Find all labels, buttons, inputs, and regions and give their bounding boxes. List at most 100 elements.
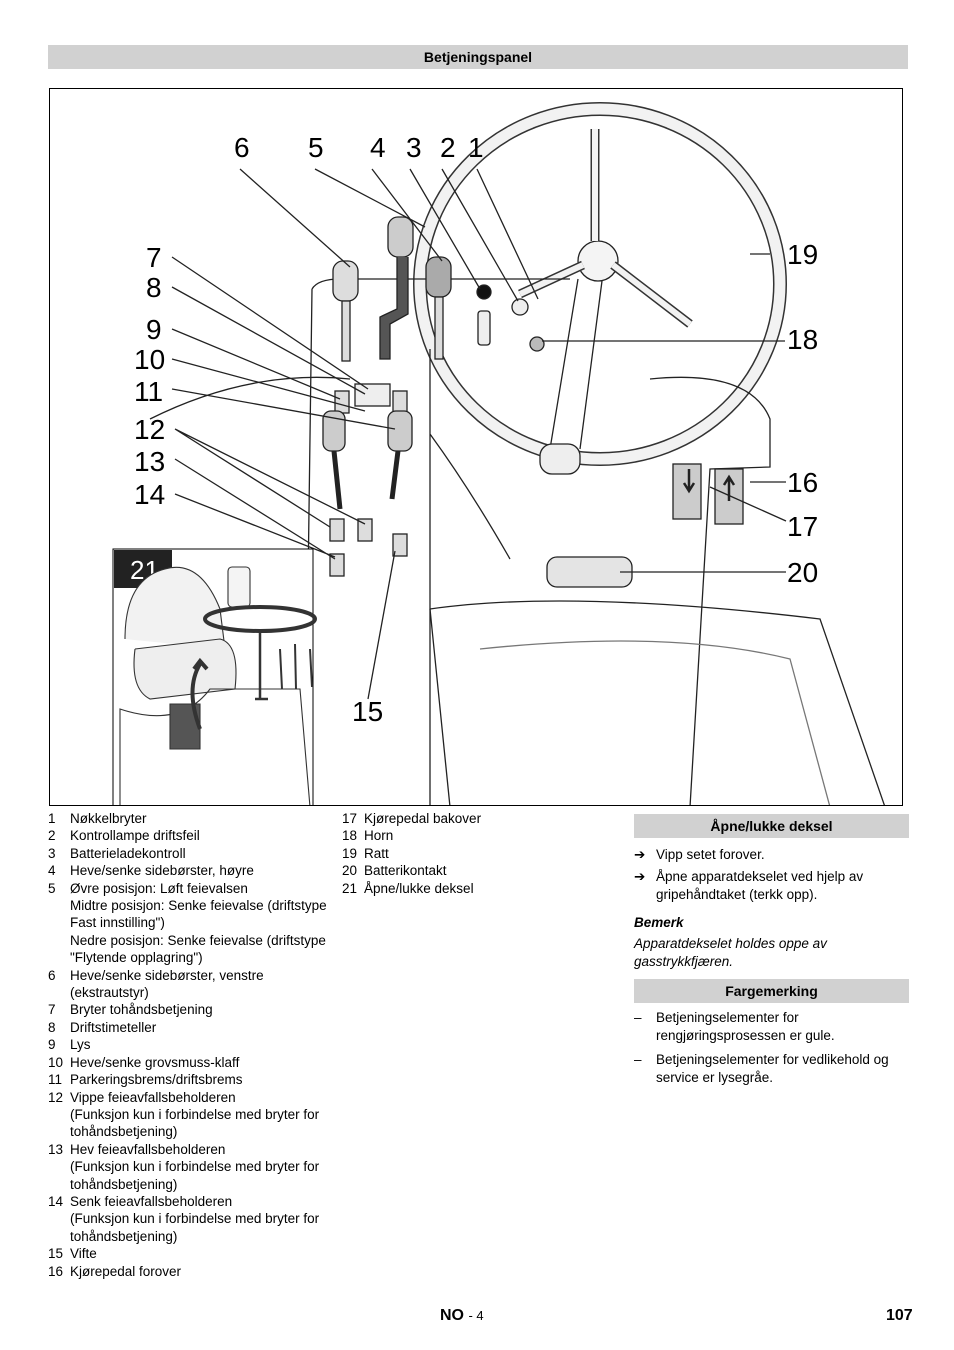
legend-item-14: 14 Senk feieavfallsbeholderen (Funksjon ku… — [48, 1193, 328, 1245]
legend-text: Parkeringsbrems/driftsbrems — [70, 1072, 243, 1088]
battery-indicator — [477, 310, 491, 346]
legend-number: 13 — [48, 1141, 64, 1157]
callout-8: 8 — [146, 272, 162, 303]
note-title: Bemerk — [634, 915, 684, 930]
lever-5 — [387, 216, 414, 258]
legend-number: 21 — [342, 880, 358, 896]
dash-bullet-icon: – — [634, 1052, 642, 1067]
legend-text: Kontrollampe driftsfeil — [70, 828, 200, 844]
callout-6: 6 — [234, 132, 250, 163]
legend-item-16: 16 Kjørepedal forover — [48, 1263, 328, 1280]
legend-item-12: 12 Vippe feieavfallsbeholderen(Funksjon k… — [48, 1089, 328, 1141]
legend-item-20: 20 Batterikontakt — [342, 862, 602, 879]
legend-number: 4 — [48, 863, 56, 879]
callout-4: 4 — [370, 132, 386, 163]
legend-text: Senk feieavfallsbeholderen — [70, 1193, 233, 1209]
color-item-text: Betjeningselementer for vedlikehold og s… — [656, 1052, 889, 1085]
step-text: Vipp setet forover. — [656, 847, 765, 862]
inset-open-cover: 21 — [112, 548, 317, 805]
legend-subtext: Nedre posisjon: Senke feievalse (driftst… — [70, 932, 326, 966]
color-item: –Betjeningselementer for vedlikehold og … — [634, 1051, 909, 1087]
pedal-forward — [672, 463, 702, 520]
hour-meter — [354, 383, 391, 407]
legend-item-21: 21 Åpne/lukke deksel — [342, 880, 602, 897]
callout-18: 18 — [787, 324, 818, 355]
legend-number: 18 — [342, 828, 358, 844]
legend-subtext: Midtre posisjon: Senke feievalse (drifts… — [70, 898, 327, 931]
legend-text: Kjørepedal bakover — [364, 811, 482, 826]
legend-item-4: 4 Heve/senke sidebørster, høyre — [48, 862, 328, 879]
callout-9: 9 — [146, 314, 162, 345]
legend-text: Batterikontakt — [364, 863, 447, 879]
legend-text: Vippe feieavfallsbeholderen — [70, 1089, 236, 1105]
warning-lamp — [476, 284, 492, 300]
legend-item-1: 1 Nøkkelbryter — [48, 810, 328, 827]
legend-subtext: (Funksjon kun i forbindelse med bryter f… — [70, 1106, 320, 1140]
legend-text: Ratt — [364, 845, 389, 861]
callout-13: 13 — [134, 446, 165, 477]
steering-column-base — [539, 443, 581, 475]
key-switch — [511, 298, 529, 316]
section-header-color-coding: Fargemerking — [634, 979, 909, 1003]
legend-number: 8 — [48, 1019, 56, 1035]
open-cover-steps: ➔Vipp setet forover. ➔ Åpne apparatdeksele… — [634, 846, 909, 904]
legend-text: Kjørepedal forover — [70, 1263, 182, 1279]
legend-text: Lys — [70, 1037, 91, 1053]
callout-5: 5 — [308, 132, 324, 163]
legend-item-17: 17 Kjørepedal bakover — [342, 810, 602, 827]
legend-text: Åpne/lukke deksel — [364, 880, 474, 896]
legend-number: 3 — [48, 845, 56, 861]
callout-10: 10 — [134, 344, 165, 375]
callout-12: 12 — [134, 414, 165, 445]
legend-number: 20 — [342, 863, 358, 879]
legend-number: 16 — [48, 1263, 64, 1279]
legend-text: Heve/senke sidebørster, høyre — [70, 863, 254, 879]
footer-lang-code: NO — [440, 1307, 464, 1324]
horn-button — [529, 336, 545, 352]
legend-number: 7 — [48, 1002, 56, 1018]
lever-4 — [425, 256, 452, 298]
section-header-open-cover: Åpne/lukke deksel — [634, 814, 909, 838]
callout-14: 14 — [134, 479, 165, 510]
callout-1: 1 — [468, 132, 484, 163]
legend-number: 17 — [342, 811, 358, 826]
legend-item-6: 6 Heve/senke sidebørster, venstre (ekstra… — [48, 967, 328, 1002]
legend-number: 6 — [48, 967, 56, 983]
legend-text: Nøkkelbryter — [70, 811, 147, 826]
arrow-right-icon: ➔ — [634, 869, 646, 884]
legend-subtext: (Funksjon kun i forbindelse med bryter f… — [70, 1211, 320, 1244]
section-header-control-panel: Betjeningspanel — [48, 45, 908, 69]
callout-19: 19 — [787, 239, 818, 270]
step-item: ➔Vipp setet forover. — [634, 846, 909, 864]
battery-connector — [546, 556, 633, 588]
step-text: Åpne apparatdekselet ved hjelp av gripeh… — [656, 869, 864, 902]
step-item: ➔ Åpne apparatdekselet ved hjelp av gripe… — [634, 868, 909, 904]
legend-text: Heve/senke grovsmuss-klaff — [70, 1054, 240, 1070]
legend-number: 1 — [48, 811, 56, 826]
footer-page-number: 107 — [886, 1307, 913, 1324]
callout-17: 17 — [787, 511, 818, 542]
legend-number: 11 — [48, 1072, 63, 1088]
right-column: Åpne/lukke deksel ➔Vipp setet forover. ➔ Å… — [634, 814, 909, 1087]
footer-language: NO - 4 — [440, 1307, 484, 1325]
legend-text: Bryter tohåndsbetjening — [70, 1002, 213, 1018]
legend-number: 14 — [48, 1193, 64, 1209]
legend-item-11: 11 Parkeringsbrems/driftsbrems — [48, 1071, 328, 1088]
callout-15: 15 — [352, 696, 383, 727]
callout-3: 3 — [406, 132, 422, 163]
legend-number: 12 — [48, 1089, 64, 1105]
legend-text: Heve/senke sidebørster, venstre (ekstrau… — [70, 967, 264, 1001]
legend-item-7: 7 Bryter tohåndsbetjening — [48, 1001, 328, 1018]
